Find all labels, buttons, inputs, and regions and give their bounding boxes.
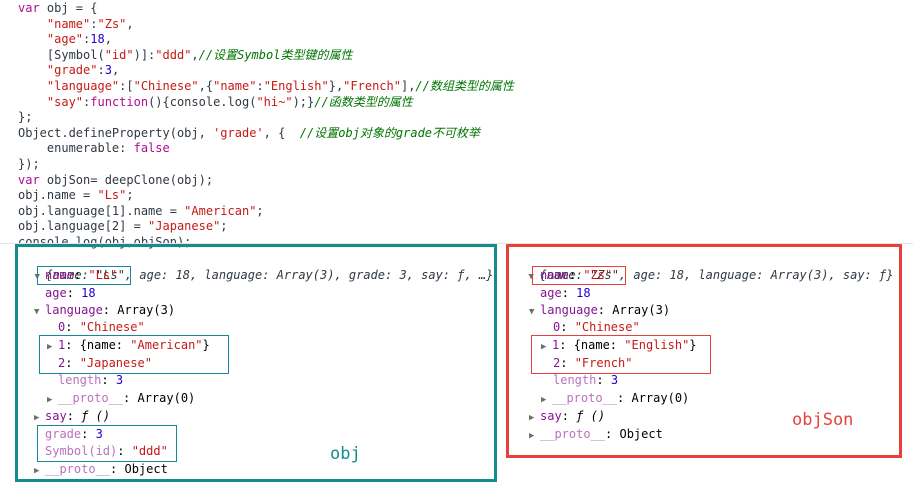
obj-lang-item-2: 2: "Japanese" [58, 356, 152, 370]
objson-prop-age: age: 18 [540, 286, 591, 300]
code-line-3: "age":18, [46, 32, 112, 47]
collapse-triangle-icon[interactable]: ▶ [541, 395, 547, 405]
code-line-5: "grade":3, [46, 63, 120, 78]
obj-lang-item-0: 0: "Chinese" [58, 320, 145, 334]
obj-name-highlight [37, 266, 131, 285]
source-code: var obj = { "name":"Zs", "age":18, [Symb… [18, 1, 514, 251]
obj-prop-say[interactable]: ▶say: ƒ () [34, 408, 110, 427]
code-line-15: obj.language[2] = "Japanese"; [18, 219, 228, 234]
collapse-triangle-icon[interactable]: ▶ [529, 431, 535, 441]
objson-prop-name: name: "Zs" [540, 268, 613, 282]
collapse-triangle-icon[interactable]: ▶ [47, 395, 53, 405]
obj-lang-length: length: 3 [58, 373, 124, 387]
objson-summary-row[interactable]: ▼ {name: "Zs", age: 18, language: Array(3… [514, 250, 893, 286]
objson-summary: {name: "Zs", age: 18, language: Array(3)… [539, 268, 894, 282]
code-line-4: [Symbol("id")]:"ddd",//设置Symbol类型键的属性 [46, 47, 353, 62]
code-line-11: }); [18, 156, 40, 171]
objson-lang-item-1[interactable]: ▶1: {name: "English"} [541, 337, 697, 356]
obj-prop-age: age: 18 [45, 286, 96, 300]
code-line-8: }; [18, 110, 33, 125]
obj-summary-row[interactable]: ▼{name: "Ls", age: 18, language: Array(3… [20, 250, 493, 286]
code-line-12: var objSon= deepClone(obj); [18, 172, 214, 187]
collapse-triangle-icon[interactable]: ▶ [34, 413, 40, 423]
obj-prop-grade: grade: 3 [45, 427, 103, 441]
obj-lang-item-1[interactable]: ▶1: {name: "American"} [47, 337, 210, 356]
objson-proto[interactable]: ▶__proto__: Object [529, 426, 663, 445]
objson-caption: objSon [792, 410, 854, 430]
code-line-14: obj.language[1].name = "American"; [18, 203, 264, 218]
obj-proto[interactable]: ▶__proto__: Object [34, 461, 168, 480]
objson-lang-item-0: 0: "Chinese" [553, 320, 640, 334]
obj-prop-name: name: "Ls" [45, 268, 118, 282]
obj-lang-proto[interactable]: ▶__proto__: Array(0) [47, 390, 195, 409]
obj-summary: {name: "Ls", age: 18, language: Array(3)… [45, 268, 494, 282]
objson-lang-proto[interactable]: ▶__proto__: Array(0) [541, 390, 689, 409]
code-line-13: obj.name = "Ls"; [18, 188, 134, 203]
objson-prop-language[interactable]: ▼language: Array(3) [529, 302, 670, 321]
obj-output-frame [15, 244, 497, 482]
objson-lang-items-highlight [531, 335, 711, 374]
expand-triangle-icon[interactable]: ▼ [529, 307, 535, 317]
code-line-2: "name":"Zs", [46, 16, 134, 31]
objson-name-highlight [532, 266, 626, 285]
objson-lang-length: length: 3 [553, 373, 619, 387]
expand-triangle-icon[interactable]: ▼ [528, 272, 534, 282]
code-line-9: Object.defineProperty(obj, 'grade', { //… [18, 125, 481, 140]
obj-prop-symbol: Symbol(id): "ddd" [45, 444, 168, 458]
code-line-6: "language":["Chinese",{"name":"English"}… [46, 78, 514, 93]
obj-lang-items-highlight [39, 335, 229, 374]
collapse-triangle-icon[interactable]: ▶ [541, 342, 547, 352]
objson-lang-item-2: 2: "French" [553, 356, 633, 370]
code-line-1: var obj = { [18, 1, 98, 15]
expand-triangle-icon[interactable]: ▼ [34, 307, 40, 317]
code-line-7: "say":function(){console.log("hi~");}//函… [46, 94, 413, 109]
obj-caption: obj [330, 444, 361, 464]
collapse-triangle-icon[interactable]: ▶ [47, 342, 53, 352]
objson-prop-say[interactable]: ▶say: ƒ () [529, 408, 605, 427]
obj-prop-language[interactable]: ▼language: Array(3) [34, 302, 175, 321]
collapse-triangle-icon[interactable]: ▶ [34, 466, 40, 476]
code-line-10: enumerable: false [46, 141, 170, 156]
obj-hidden-props-highlight [37, 425, 177, 462]
collapse-triangle-icon[interactable]: ▶ [529, 413, 535, 423]
objson-output-frame [506, 244, 902, 458]
console-divider [0, 243, 913, 244]
